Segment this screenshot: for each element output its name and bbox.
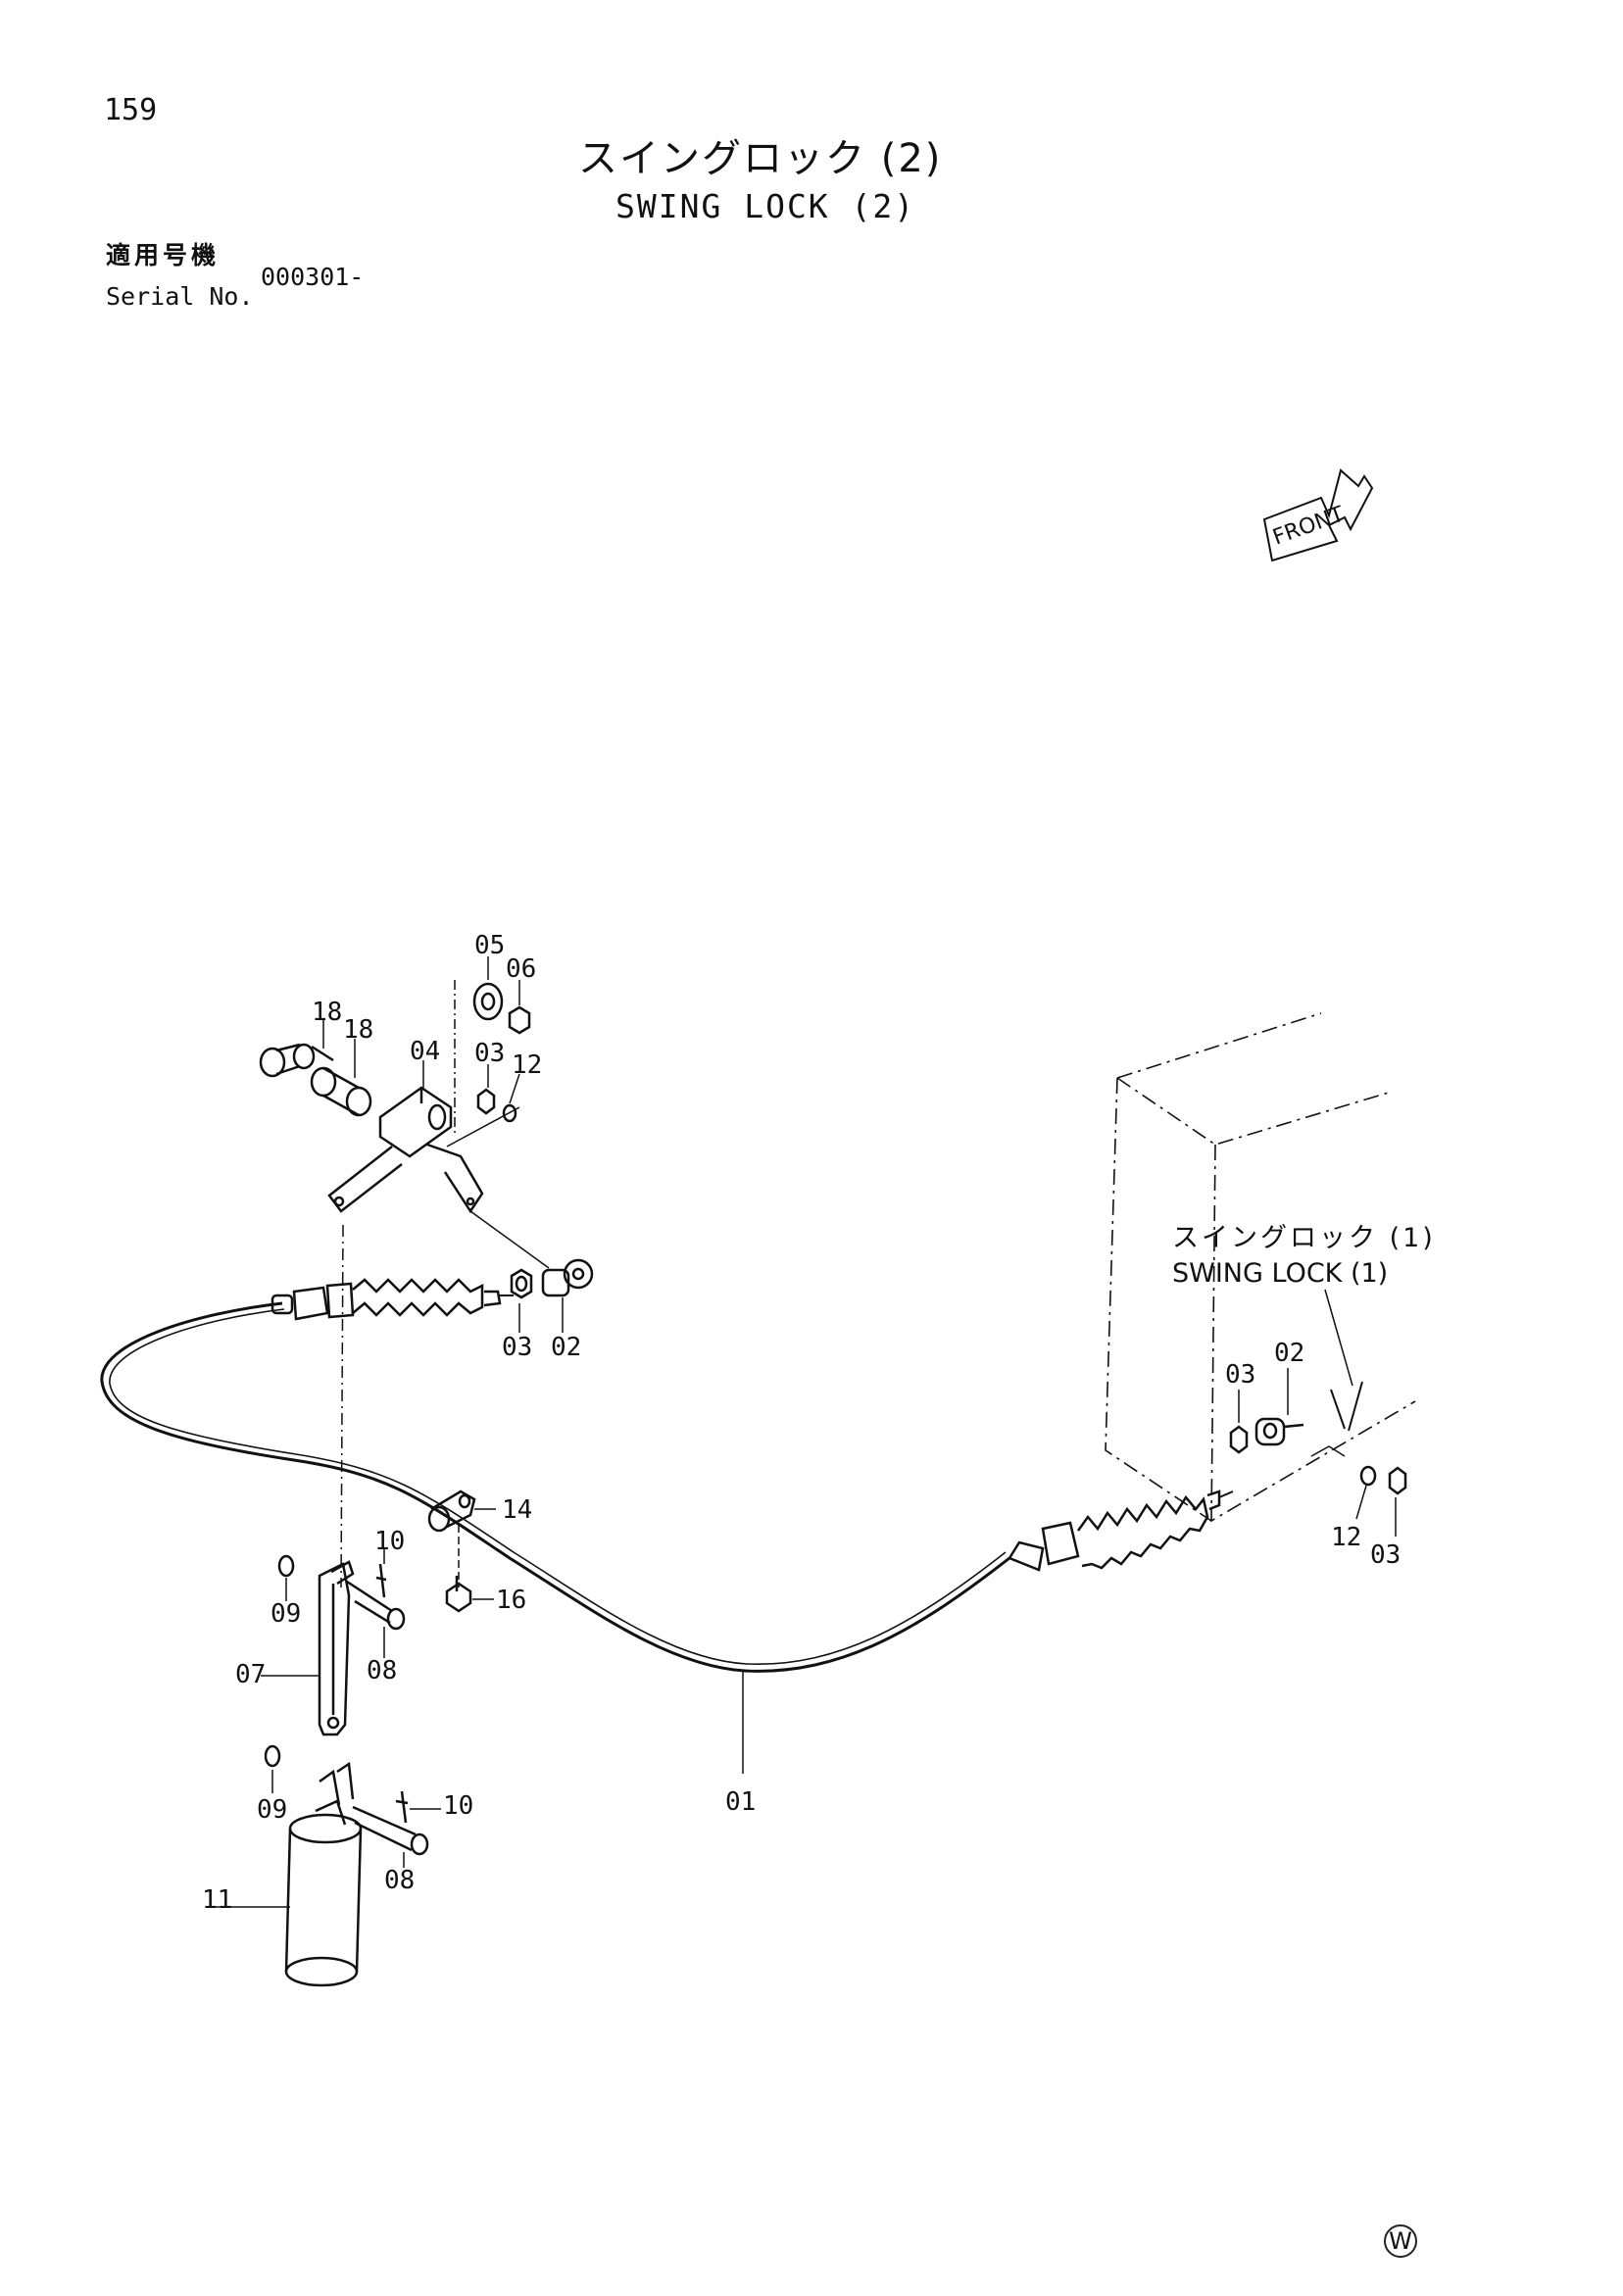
bushing-18 <box>259 1043 334 1078</box>
lever-07 <box>318 1560 355 1736</box>
callout-03: 03 <box>1225 1360 1256 1390</box>
callout-09: 09 <box>270 1599 302 1629</box>
callout-12: 12 <box>1331 1523 1362 1552</box>
callout-04: 04 <box>410 1037 441 1066</box>
serial-label-japanese: 適用号機 <box>106 241 221 269</box>
swing-lock-1-housing <box>1105 1012 1416 1523</box>
callout-03: 03 <box>502 1333 533 1362</box>
nut-06 <box>508 1005 531 1035</box>
callout-06: 06 <box>506 954 537 984</box>
callout-07: 07 <box>235 1660 267 1689</box>
washer-09-lower <box>264 1744 281 1768</box>
callout-10: 10 <box>443 1791 474 1821</box>
callout-09: 09 <box>257 1795 288 1825</box>
bolt-16 <box>445 1576 472 1613</box>
callout-05: 05 <box>474 931 506 960</box>
cable-end-upper <box>270 1278 514 1321</box>
callout-18: 18 <box>343 1015 374 1045</box>
washer-05 <box>472 982 504 1021</box>
washer-09 <box>277 1554 295 1578</box>
cotter-pin-10-lower <box>395 1790 409 1824</box>
page-number: 159 <box>104 93 158 127</box>
page-title-japanese: スイングロック (2) <box>578 136 943 181</box>
callout-03: 03 <box>1370 1540 1402 1570</box>
callout-01: 01 <box>725 1787 757 1817</box>
callout-03: 03 <box>474 1039 506 1068</box>
callout-02: 02 <box>551 1333 582 1362</box>
cross-reference-label-japanese: スイングロック (1) <box>1172 1223 1436 1253</box>
cross-reference-label: SWING LOCK (1) <box>1172 1258 1389 1289</box>
callout-14: 14 <box>502 1495 533 1525</box>
callout-10: 10 <box>374 1527 406 1556</box>
front-label: FRONT <box>1270 502 1349 550</box>
cable-end-lower <box>1008 1490 1234 1572</box>
front-arrow-icon: FRONT <box>1262 468 1374 562</box>
bushing-18b <box>310 1066 372 1117</box>
cylinder-11 <box>284 1761 363 1987</box>
pin-08-lower <box>352 1805 429 1856</box>
pin-08 <box>346 1580 406 1631</box>
watermark-logo: W <box>1384 2224 1417 2258</box>
clamp-14 <box>427 1490 476 1533</box>
washer-12-upper <box>502 1103 517 1123</box>
callout-08: 08 <box>384 1866 416 1895</box>
control-cable <box>100 1301 1010 1673</box>
nut-03-upper <box>476 1088 496 1115</box>
callout-02: 02 <box>1274 1339 1305 1368</box>
rod-end-02 <box>541 1258 594 1297</box>
nut-03 <box>510 1268 533 1299</box>
nut-03-lower-right <box>1388 1466 1407 1495</box>
rod-end-02-lower <box>1254 1417 1304 1446</box>
cotter-pin-10 <box>375 1563 387 1598</box>
page-title: SWING LOCK (2) <box>615 187 916 225</box>
bracket-04 <box>327 1086 484 1214</box>
serial-number-value: 000301- <box>261 263 365 291</box>
callout-11: 11 <box>202 1885 233 1915</box>
callout-18: 18 <box>312 998 343 1027</box>
washer-12-lower <box>1359 1465 1377 1487</box>
callout-12: 12 <box>512 1050 543 1080</box>
serial-label: Serial No. <box>106 282 254 311</box>
callout-16: 16 <box>496 1586 527 1615</box>
nut-03-lower <box>1229 1425 1249 1454</box>
callout-08: 08 <box>367 1656 398 1685</box>
